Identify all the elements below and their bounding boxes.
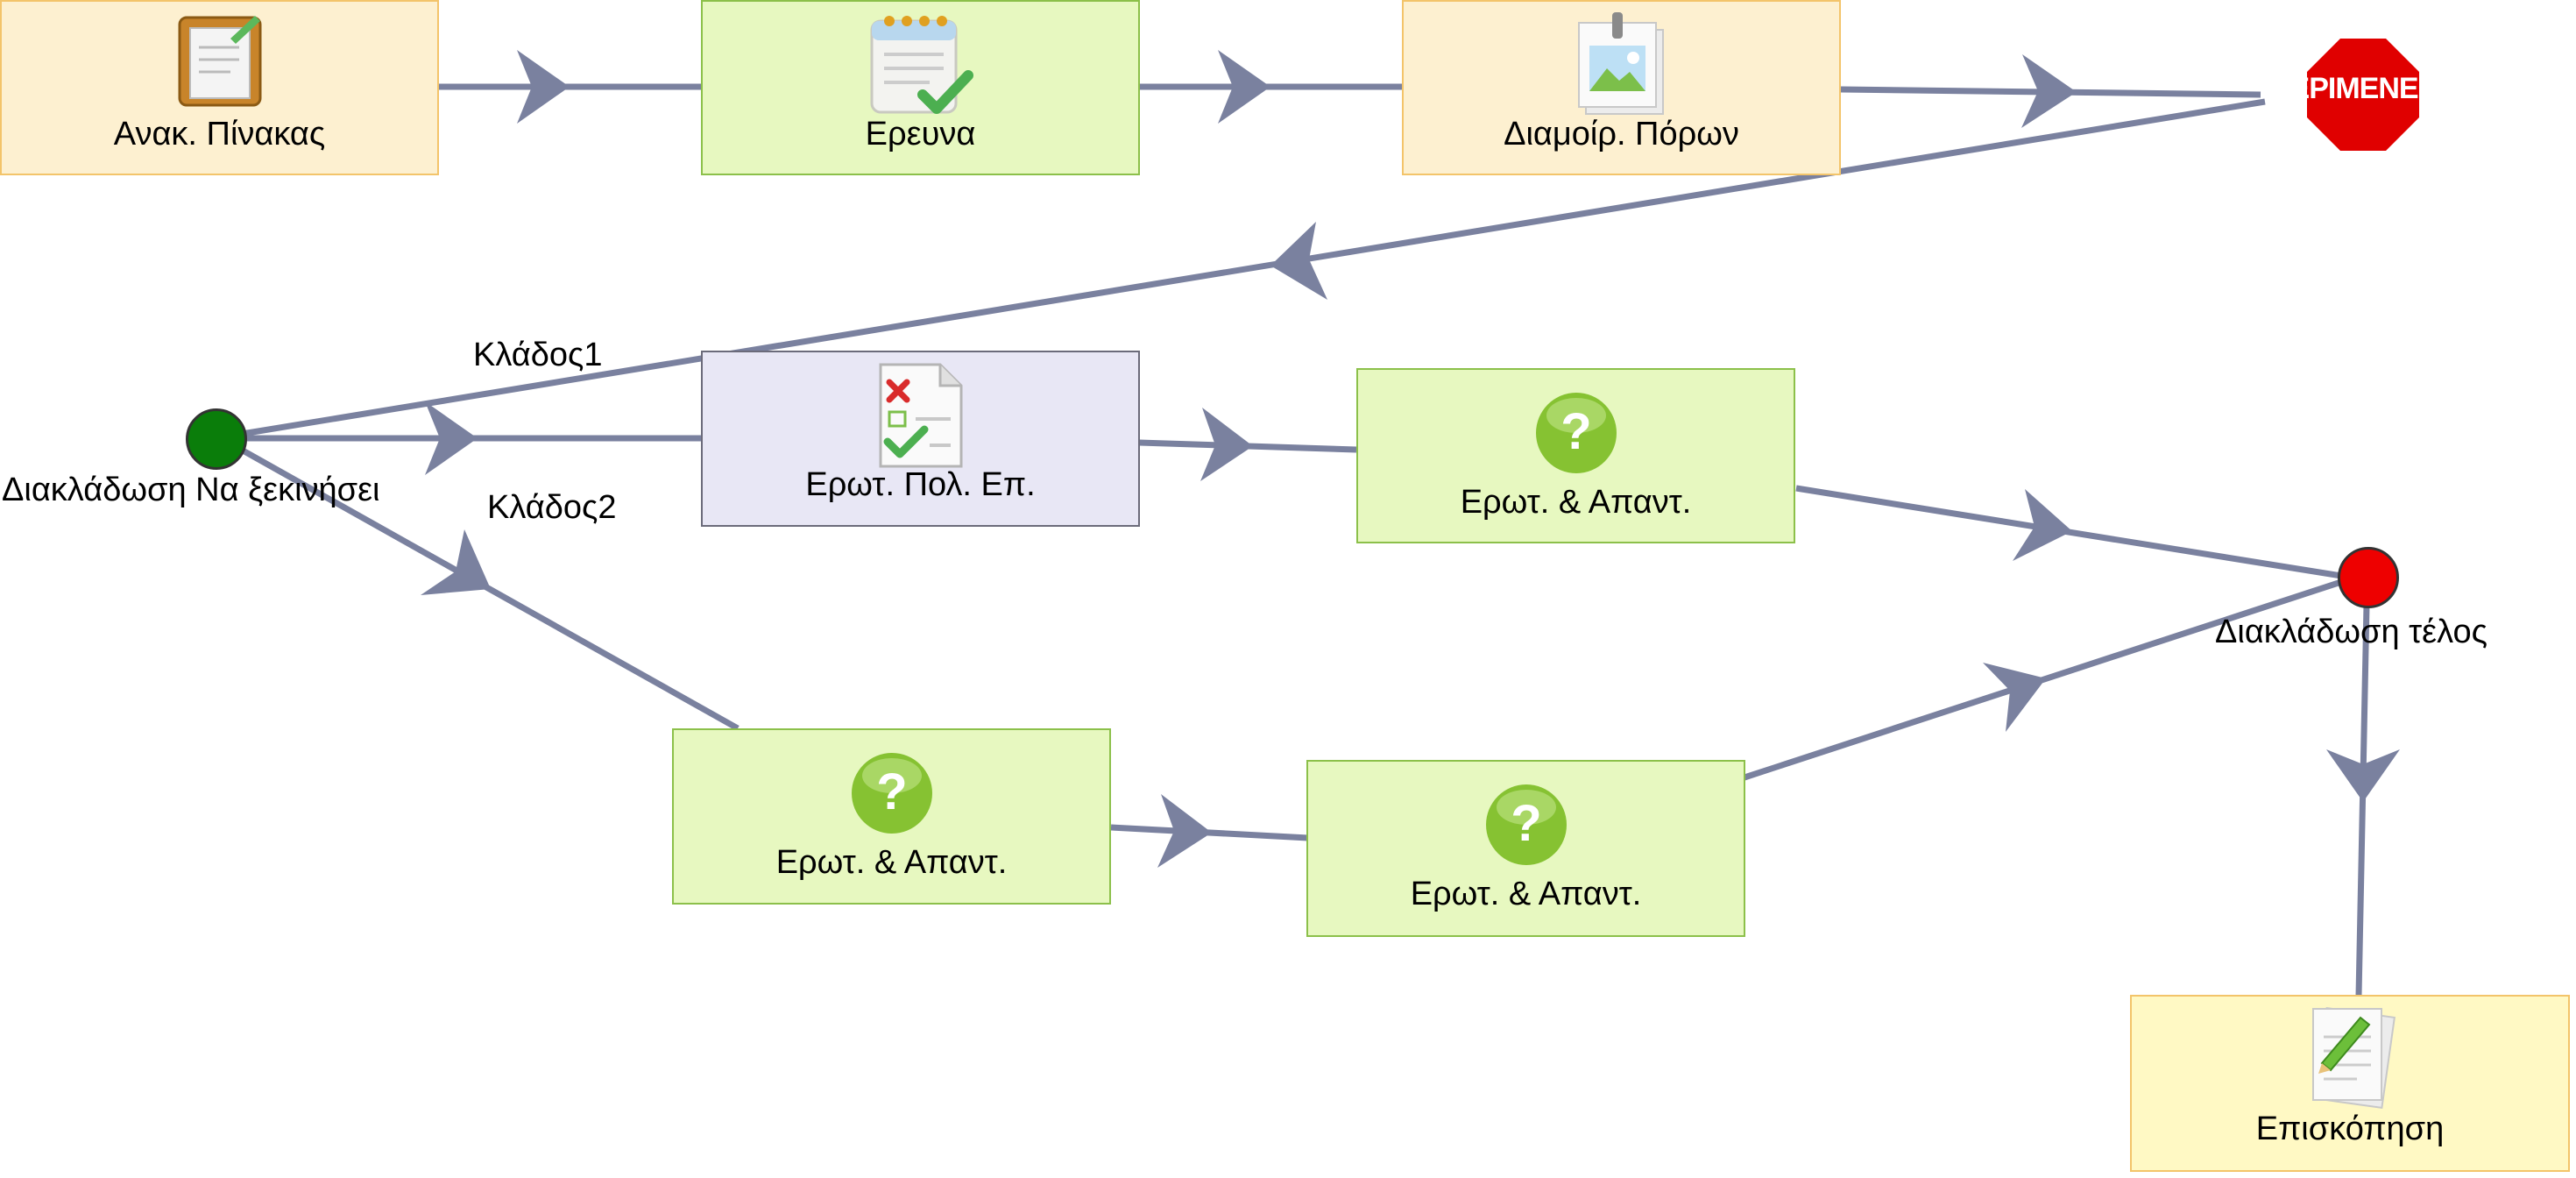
edge-erot-apant-1-to-branch-end: [1795, 485, 2342, 579]
node-label: Επισκόπηση: [2255, 1111, 2445, 1147]
edge-erot-apant-3-to-branch-end: [1743, 578, 2343, 781]
node-label: Διαμοίρ. Πόρων: [1504, 116, 1739, 153]
node-erot-apant-3[interactable]: ? Ερωτ. & Απαντ.: [1306, 760, 1745, 937]
branch-end-node[interactable]: [2338, 547, 2399, 608]
edge-stop-to-branch-start: [236, 98, 2266, 438]
edge-erot-pol-to-erot-apant-1: [1138, 408, 1357, 481]
edge-anak-to-erevna: [438, 50, 701, 124]
node-label: Ερευνα: [865, 116, 976, 153]
branch-start-label: Διακλάδωση Να ξεκινήσει: [2, 472, 380, 508]
node-label: Ερωτ. & Απαντ.: [1410, 876, 1642, 912]
node-episkopisi[interactable]: Επισκόπηση: [2130, 995, 2570, 1172]
svg-text:?: ?: [876, 763, 907, 820]
pinned-image-icon: [1577, 12, 1664, 115]
node-label: Ανακ. Πίνακας: [113, 116, 326, 153]
edge-branch-start-to-erot-apant-2: [235, 444, 740, 732]
edge-label-branch2: Κλάδος2: [487, 489, 617, 526]
clipboard-icon: [178, 16, 261, 107]
edge-erevna-to-diamoir: [1139, 50, 1402, 124]
stop-sign-icon[interactable]: [2302, 33, 2424, 156]
node-label: Ερωτ. & Απαντ.: [1460, 484, 1692, 521]
checklist-notepad-icon: [870, 16, 973, 114]
node-label: Ερωτ. & Απαντ.: [775, 844, 1008, 881]
svg-text:?: ?: [1560, 403, 1591, 460]
question-icon: ?: [1535, 393, 1617, 473]
branch-start-node[interactable]: [186, 408, 247, 470]
question-icon: ?: [851, 753, 932, 834]
multiple-choice-icon: [879, 363, 962, 468]
node-diamoir-poron[interactable]: Διαμοίρ. Πόρων: [1402, 0, 1841, 175]
edge-branch-end-to-episkopisi: [2326, 604, 2400, 997]
node-label: Ερωτ. Πολ. Επ.: [805, 466, 1036, 503]
edge-erot-apant-2-to-erot-apant-3: [1110, 794, 1309, 868]
edge-diamoir-to-stop: [1840, 54, 2261, 128]
node-erot-apant-1[interactable]: ? Ερωτ. & Απαντ.: [1356, 368, 1795, 543]
node-erevna[interactable]: Ερευνα: [701, 0, 1140, 175]
question-icon: ?: [1485, 784, 1567, 865]
edge-branch-start-to-erot-pol: [237, 401, 701, 475]
branch-end-label: Διακλάδωση τέλος: [2215, 614, 2488, 650]
document-pen-icon: [2312, 1006, 2396, 1110]
svg-text:?: ?: [1511, 795, 1541, 852]
node-anak-pinakas[interactable]: Ανακ. Πίνακας: [0, 0, 439, 175]
node-erot-apant-2[interactable]: ? Ερωτ. & Απαντ.: [672, 728, 1111, 905]
node-erot-pol-ep[interactable]: Ερωτ. Πολ. Επ.: [701, 351, 1140, 527]
edge-label-branch1: Κλάδος1: [473, 337, 603, 373]
stop-sign-label: ΠΕΡΙΜΕΝΕ: [2269, 72, 2419, 105]
